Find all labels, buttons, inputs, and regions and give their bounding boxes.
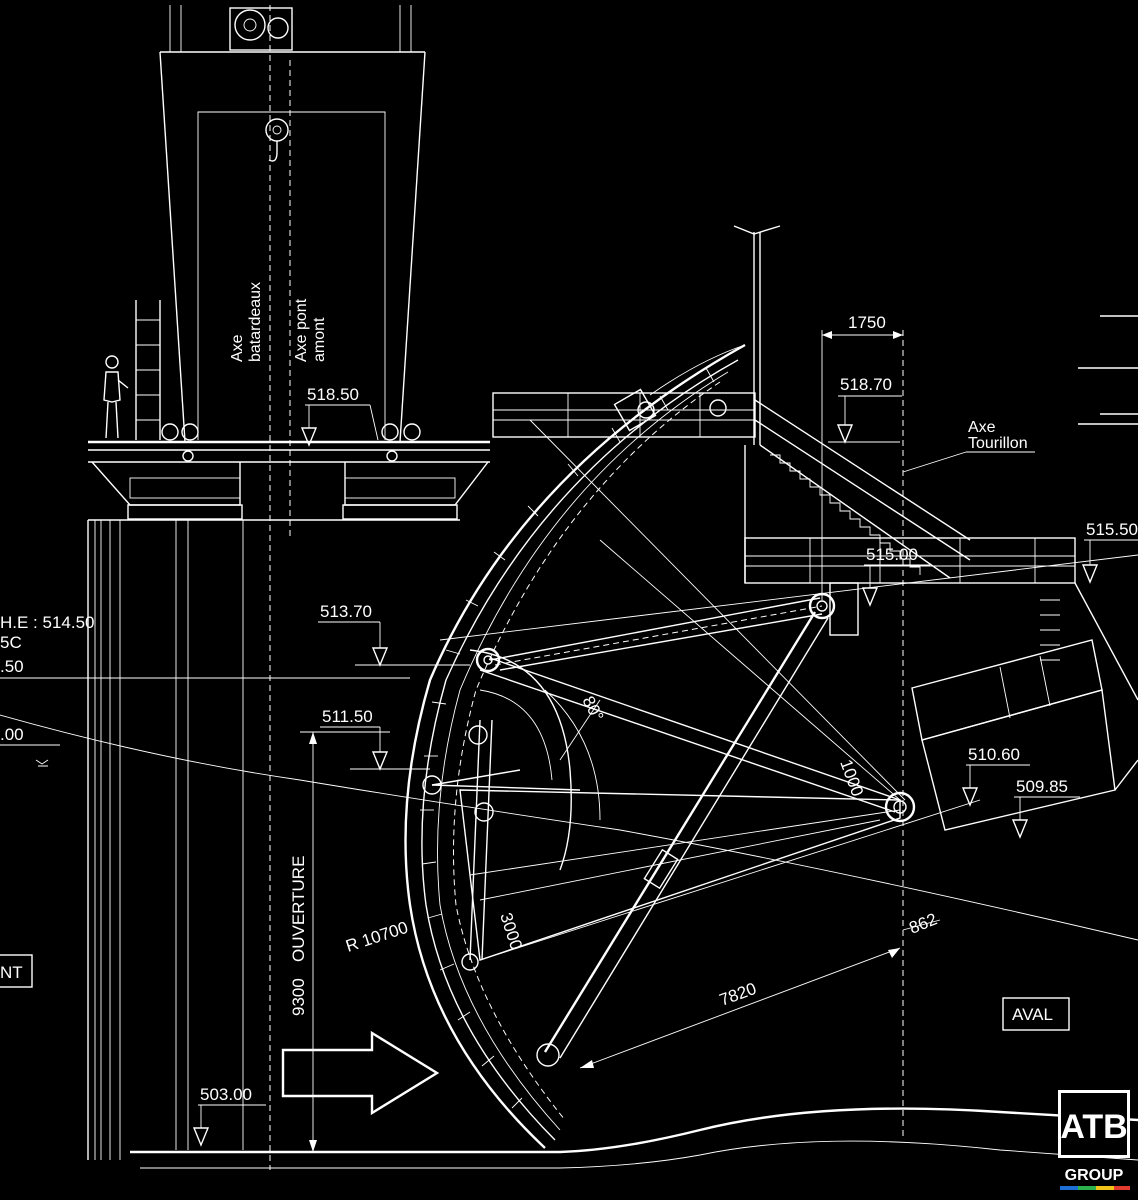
elev-deck-right: 515.50 — [1086, 520, 1138, 539]
elev-sill: 503.00 — [200, 1085, 252, 1104]
logo-mark: ATB — [1060, 1108, 1127, 1146]
dim-width-top: 1750 — [848, 313, 886, 332]
logo-group: GROUP — [1065, 1167, 1124, 1184]
pier — [0, 519, 1138, 1169]
amont-label: NT — [0, 963, 23, 982]
elevation-markers: 518.50 518.70 515.50 515.00 513.70 511.5… — [0, 375, 1138, 1147]
ladder — [135, 300, 161, 440]
atb-group-logo: ATB GROUP — [1058, 1090, 1130, 1190]
axe-batardeaux-label-1: Axe — [229, 334, 246, 362]
gate-arms — [422, 419, 1138, 1067]
aval-box: AVAL — [1002, 997, 1070, 1031]
staircase — [754, 399, 971, 579]
flow-arrow-icon — [281, 1030, 440, 1116]
dim-arm-length: 7820 — [717, 979, 759, 1010]
axe-tourillon-label-2: Tourillon — [968, 435, 1028, 452]
dim-opening-label: OUVERTURE — [289, 856, 308, 962]
axe-tourillon-note: Axe Tourillon — [902, 419, 1035, 473]
dim-pin-offset: 862 — [906, 909, 939, 937]
elev-phe-2: 5C — [0, 633, 22, 652]
dim-arm-offset: 3000 — [496, 910, 526, 952]
dim-radius: R 10700 — [343, 918, 410, 956]
person-icon — [103, 355, 129, 439]
axe-pont-label-2: amont — [311, 317, 328, 362]
dim-pin-spacing: 1000 — [836, 757, 867, 799]
elev-511: 511.50 — [322, 707, 373, 726]
elev-phe-1: H.E : 514.50 — [0, 613, 95, 632]
dim-opening-height: 9300 — [289, 978, 308, 1016]
crane-hook-icon — [265, 118, 289, 162]
elev-phe-3: .50 — [0, 657, 24, 676]
elev-tourillon: 518.70 — [840, 375, 892, 394]
gantry-crane: Axe batardeaux Axe pont amont — [88, 5, 490, 1170]
elev-509: 509.85 — [1016, 777, 1068, 796]
axe-batardeaux-label-2: batardeaux — [247, 282, 264, 362]
winch-icon — [229, 7, 293, 51]
elev-phe-4: .00 — [0, 725, 24, 744]
trunnion-pin — [884, 791, 916, 823]
axe-pont-label-1: Axe pont — [293, 298, 310, 362]
radial-gate — [404, 343, 746, 1149]
aval-label: AVAL — [1012, 1005, 1053, 1024]
amont-box: NT — [0, 954, 33, 988]
lamp-post-icon — [733, 225, 781, 445]
elev-bridge: 518.50 — [307, 385, 359, 404]
elev-platform: 515.00 — [866, 545, 918, 564]
elev-513: 513.70 — [320, 602, 372, 621]
elev-510: 510.60 — [968, 745, 1020, 764]
axe-tourillon-label-1: Axe — [968, 419, 996, 436]
right-structures — [492, 225, 1138, 1140]
